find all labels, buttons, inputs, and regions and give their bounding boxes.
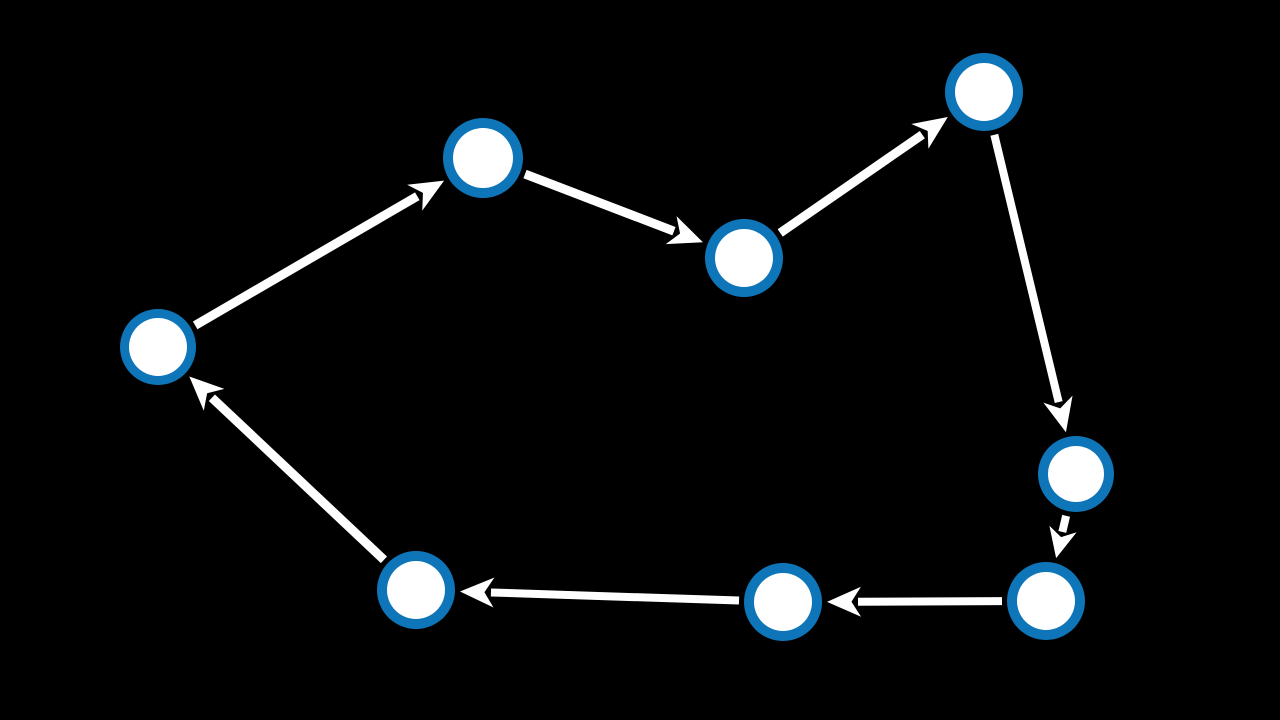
edge-top-left-to-top-center-arrowhead	[665, 216, 703, 245]
node-right-lower[interactable]	[1007, 562, 1085, 640]
node-right-upper-fill[interactable]	[1048, 446, 1104, 502]
edge-bottom-center-to-bottom-left	[459, 577, 740, 608]
node-top-center[interactable]	[705, 219, 783, 297]
node-bottom-center[interactable]	[744, 563, 822, 641]
node-top-right-fill[interactable]	[955, 63, 1013, 121]
nodes-layer	[120, 53, 1114, 641]
node-bottom-center-fill[interactable]	[754, 573, 812, 631]
edge-top-left-to-top-center-line	[523, 169, 676, 236]
edge-top-right-to-right-upper-line	[990, 133, 1063, 403]
edge-bottom-center-to-bottom-left-arrowhead	[459, 577, 495, 608]
edge-right-upper-to-right-lower	[1049, 514, 1077, 559]
edge-right-lower-to-bottom-center-arrowhead	[826, 586, 862, 617]
edge-bottom-center-to-bottom-left-line	[490, 588, 740, 605]
node-top-left-fill[interactable]	[453, 128, 513, 188]
edges-layer	[189, 117, 1077, 617]
edge-top-left-to-top-center	[523, 169, 703, 245]
edge-top-center-to-top-right	[777, 117, 948, 237]
edge-bottom-left-to-left	[189, 376, 388, 564]
node-bottom-left[interactable]	[377, 551, 455, 629]
edge-right-lower-to-bottom-center-line	[857, 597, 1003, 606]
edge-left-to-top-left-arrowhead	[407, 180, 445, 211]
edge-right-upper-to-right-lower-line	[1058, 514, 1071, 533]
edge-bottom-left-to-left-line	[208, 394, 388, 564]
node-left-fill[interactable]	[129, 318, 187, 376]
node-top-right[interactable]	[945, 53, 1023, 131]
node-top-center-fill[interactable]	[715, 229, 773, 287]
edge-left-to-top-left	[192, 180, 445, 330]
node-left[interactable]	[120, 309, 196, 385]
edge-left-to-top-left-line	[192, 192, 420, 330]
node-bottom-left-fill[interactable]	[387, 561, 445, 619]
edge-top-right-to-right-upper	[990, 133, 1073, 433]
edge-right-upper-to-right-lower-arrowhead	[1049, 525, 1077, 559]
edge-top-right-to-right-upper-arrowhead	[1043, 395, 1073, 433]
edge-top-center-to-top-right-arrowhead	[911, 117, 948, 149]
node-right-upper[interactable]	[1038, 436, 1114, 512]
edge-top-center-to-top-right-line	[777, 130, 925, 237]
edge-bottom-left-to-left-arrowhead	[189, 376, 225, 411]
node-top-left[interactable]	[443, 118, 523, 198]
edge-right-lower-to-bottom-center	[826, 586, 1003, 617]
node-right-lower-fill[interactable]	[1017, 572, 1075, 630]
